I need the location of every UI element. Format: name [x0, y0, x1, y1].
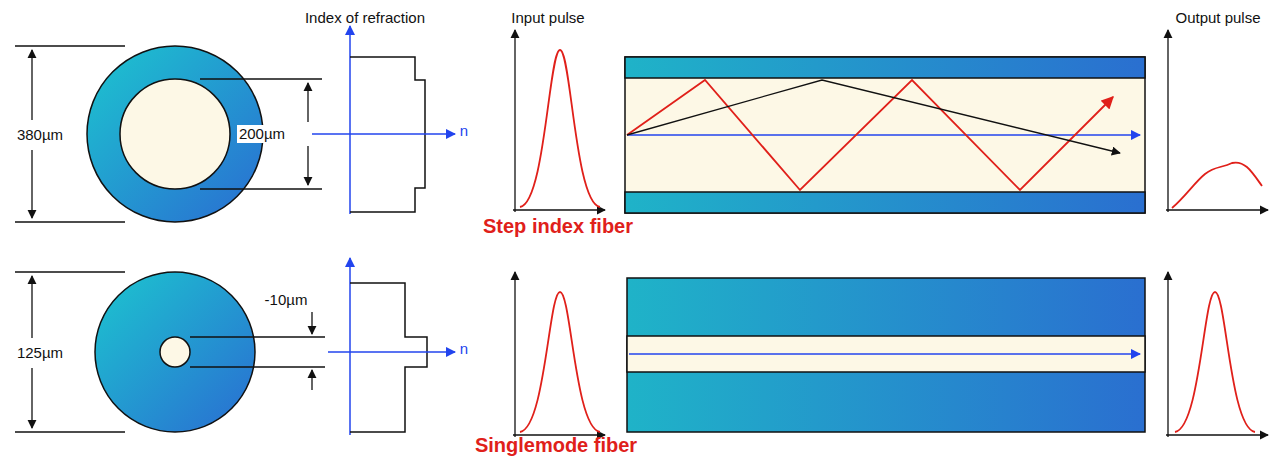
fiber-type-title: Step index fiber: [483, 215, 633, 238]
dimension-label: -10µm: [263, 291, 310, 308]
fiber-type-title: Singlemode fiber: [475, 434, 637, 457]
column-heading: Output pulse: [1175, 9, 1260, 26]
column-heading: Input pulse: [511, 9, 584, 26]
dimension-label: 200µm: [237, 125, 287, 142]
dimension-label: 380µm: [15, 126, 65, 143]
axis-label: n: [460, 340, 468, 357]
column-heading: Index of refraction: [305, 9, 425, 26]
dimension-label: 125µm: [15, 344, 65, 361]
axis-label: n: [460, 122, 468, 139]
